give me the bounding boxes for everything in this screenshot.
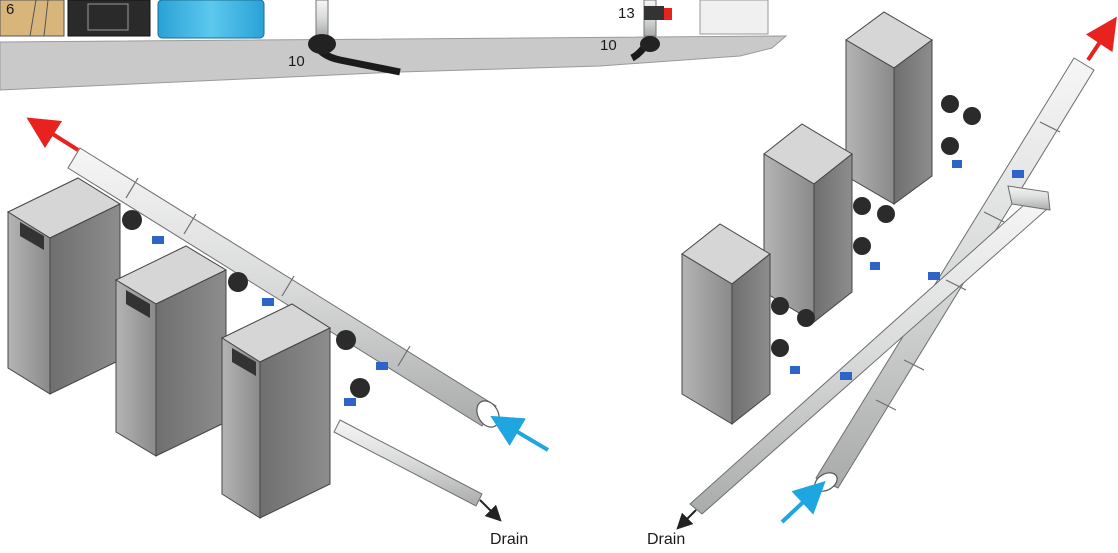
right-header-couplings (875, 121, 1061, 411)
valve-handle-icon (152, 236, 164, 244)
pump-motor-grille (87, 3, 129, 31)
check-valve-13-handle (664, 8, 672, 20)
callout-13: 13 (618, 5, 635, 22)
left-header-pipe (67, 147, 497, 427)
heater-left-1 (6, 177, 122, 395)
left-heater-assembly (6, 117, 550, 522)
left-drain-pipe (333, 419, 483, 507)
drain-label-right: Drain (647, 531, 686, 548)
top-equipment-strip (0, 0, 788, 91)
elbow-right (640, 36, 660, 52)
drain-label-left: Drain (490, 531, 529, 548)
pump-body (0, 0, 65, 37)
left-cold-inlet-arrow (490, 415, 550, 452)
left-drain-arrow (479, 499, 502, 522)
callout-10-right: 10 (600, 37, 617, 54)
valve-handle-icon (952, 160, 962, 168)
left-header-couplings (125, 177, 411, 367)
right-hot-outlet-arrow (1085, 16, 1117, 62)
left-valves (122, 210, 388, 406)
valve-handle-icon (790, 366, 800, 374)
valve-handle-icon (376, 362, 388, 370)
heater-right-2 (763, 123, 853, 324)
equipment-box-right (699, 0, 769, 35)
valve-handle-icon (344, 398, 356, 406)
filter-tank (157, 0, 265, 39)
right-cold-inlet-arrow (780, 481, 826, 524)
callout-10-left: 10 (288, 53, 305, 70)
pump-divider (29, 0, 49, 37)
heater-left-3 (220, 303, 332, 519)
vertical-pipe-left (315, 0, 329, 37)
heater-right-1 (845, 11, 933, 205)
valve-handle-icon (870, 262, 880, 270)
valve-handle-icon (1012, 170, 1024, 178)
right-heater-assembly (676, 11, 1117, 530)
right-loop-pipe (1007, 185, 1051, 211)
valve-handle-icon (262, 298, 274, 306)
valve-handle-icon (840, 372, 852, 380)
valve-handle-icon (928, 272, 940, 280)
heater-left-2 (114, 245, 228, 457)
elbow-left (308, 34, 336, 54)
check-valve-13 (644, 6, 664, 20)
heater-right-3 (681, 223, 771, 426)
right-valves (771, 95, 1024, 380)
right-secondary-header (689, 195, 1047, 515)
left-hot-outlet-arrow (26, 117, 80, 152)
callout-6: 6 (6, 1, 15, 18)
right-drain-arrow (676, 509, 697, 530)
ground-slab (0, 35, 788, 91)
